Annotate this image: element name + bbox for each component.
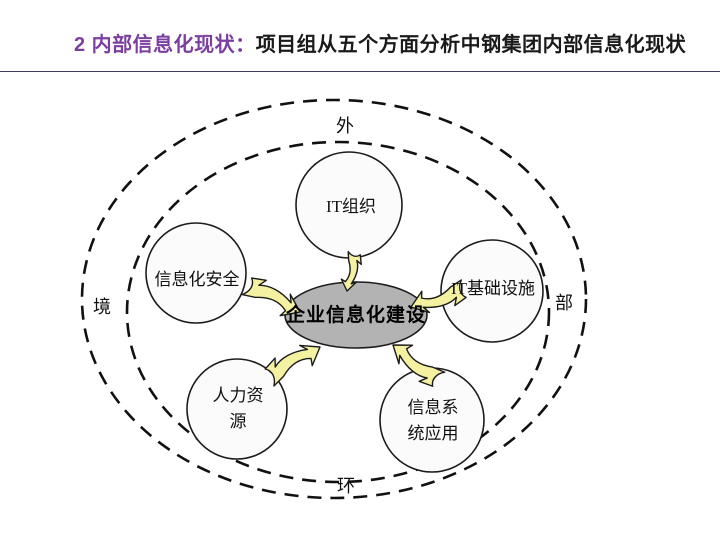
- node-circle-hr: [186, 358, 288, 460]
- node-circle-info-security: [145, 222, 247, 324]
- node-label-it-org: IT组织: [325, 197, 377, 216]
- slide-title-accent: 2 内部信息化现状：: [74, 34, 256, 56]
- ring-label-right: 部: [555, 293, 573, 313]
- node-label-it-infra: IT基础设施: [450, 279, 536, 298]
- title-divider-line: [0, 71, 720, 72]
- ring-label-left: 境: [93, 297, 111, 317]
- ring-label-top: 外: [336, 116, 354, 136]
- center-hub-label: 企业信息化建设: [285, 305, 427, 326]
- node-label-info-security: 信息化安全: [154, 270, 240, 289]
- outer-environment-ellipse: [80, 98, 588, 500]
- inner-environment-ellipse: [125, 140, 551, 484]
- node-circle-it-infra: [440, 239, 544, 343]
- slide-title: 2 内部信息化现状：项目组从五个方面分析中钢集团内部信息化现状: [74, 28, 686, 57]
- node-label-info-sys: 信息系 统应用: [407, 398, 459, 443]
- slide-title-text: 项目组从五个方面分析中钢集团内部信息化现状: [255, 34, 687, 56]
- ring-label-bottom: 环: [337, 476, 355, 496]
- node-label-hr: 人力资 源: [212, 386, 264, 431]
